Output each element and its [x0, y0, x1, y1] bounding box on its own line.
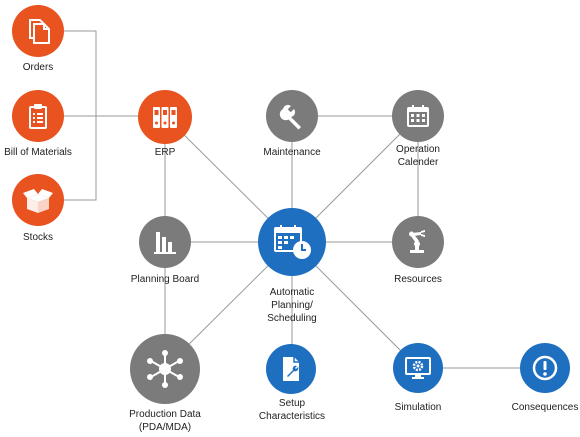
- wrench-icon: [279, 104, 301, 130]
- binders-icon: [153, 107, 177, 128]
- production-data-node: [130, 334, 200, 404]
- monitor-gear-icon: [405, 357, 431, 379]
- setup-characteristics-node: [266, 344, 316, 394]
- orders-node: [12, 5, 64, 57]
- consequences-node: [520, 343, 570, 393]
- setup-characteristics-label: Setup Characteristics: [259, 397, 325, 423]
- erp-label: ERP: [154, 147, 176, 158]
- stocks-node: [12, 174, 64, 226]
- clipboard-list-icon: [29, 104, 47, 129]
- operation-calender-node: [392, 90, 444, 142]
- production-data-label: Production Data (PDA/MDA): [129, 408, 201, 434]
- network-hub-icon: [147, 350, 183, 388]
- document-wrench-icon: [283, 357, 299, 381]
- calendar-icon: [407, 105, 429, 127]
- planning-board-label: Planning Board: [130, 274, 200, 285]
- erp-node: [138, 90, 192, 144]
- production-data-label-line2: (PDA/MDA): [138, 422, 192, 433]
- bill-of-materials-label: Bill of Materials: [4, 147, 72, 158]
- maintenance-node: [266, 90, 318, 142]
- automatic-planning-label-line3: Scheduling: [267, 313, 317, 324]
- production-data-label-line1: Production Data: [129, 409, 201, 420]
- operation-calender-label-line2: Calender: [397, 157, 439, 168]
- operation-calender-label-line1: Operation: [396, 144, 440, 155]
- automatic-planning-label-line1: Automatic: [269, 287, 315, 298]
- resources-label: Resources: [394, 274, 442, 285]
- consequences-label: Consequences: [511, 402, 579, 413]
- automatic-planning-label-line2: Planning/: [271, 300, 313, 311]
- calendar-clock-icon: [274, 225, 311, 259]
- stocks-label: Stocks: [22, 232, 54, 243]
- bar-chart-icon: [154, 232, 176, 254]
- orders-label: Orders: [22, 62, 54, 73]
- automatic-planning-node: [258, 208, 326, 276]
- automatic-planning-label: Automatic Planning/ Scheduling: [267, 286, 316, 325]
- maintenance-label: Maintenance: [263, 147, 321, 158]
- resources-node: [392, 216, 444, 268]
- simulation-node: [393, 343, 443, 393]
- bill-of-materials-node: [12, 90, 64, 142]
- simulation-label: Simulation: [394, 402, 442, 413]
- operation-calender-label: Operation Calender: [396, 143, 440, 169]
- box-icon: [23, 189, 53, 213]
- robot-arm-icon: [409, 230, 425, 253]
- documents-icon: [29, 19, 50, 44]
- planning-board-node: [139, 216, 191, 268]
- setup-characteristics-label-line1: Setup: [278, 398, 306, 409]
- exclamation-icon: [532, 355, 558, 381]
- setup-characteristics-label-line2: Characteristics: [258, 411, 326, 422]
